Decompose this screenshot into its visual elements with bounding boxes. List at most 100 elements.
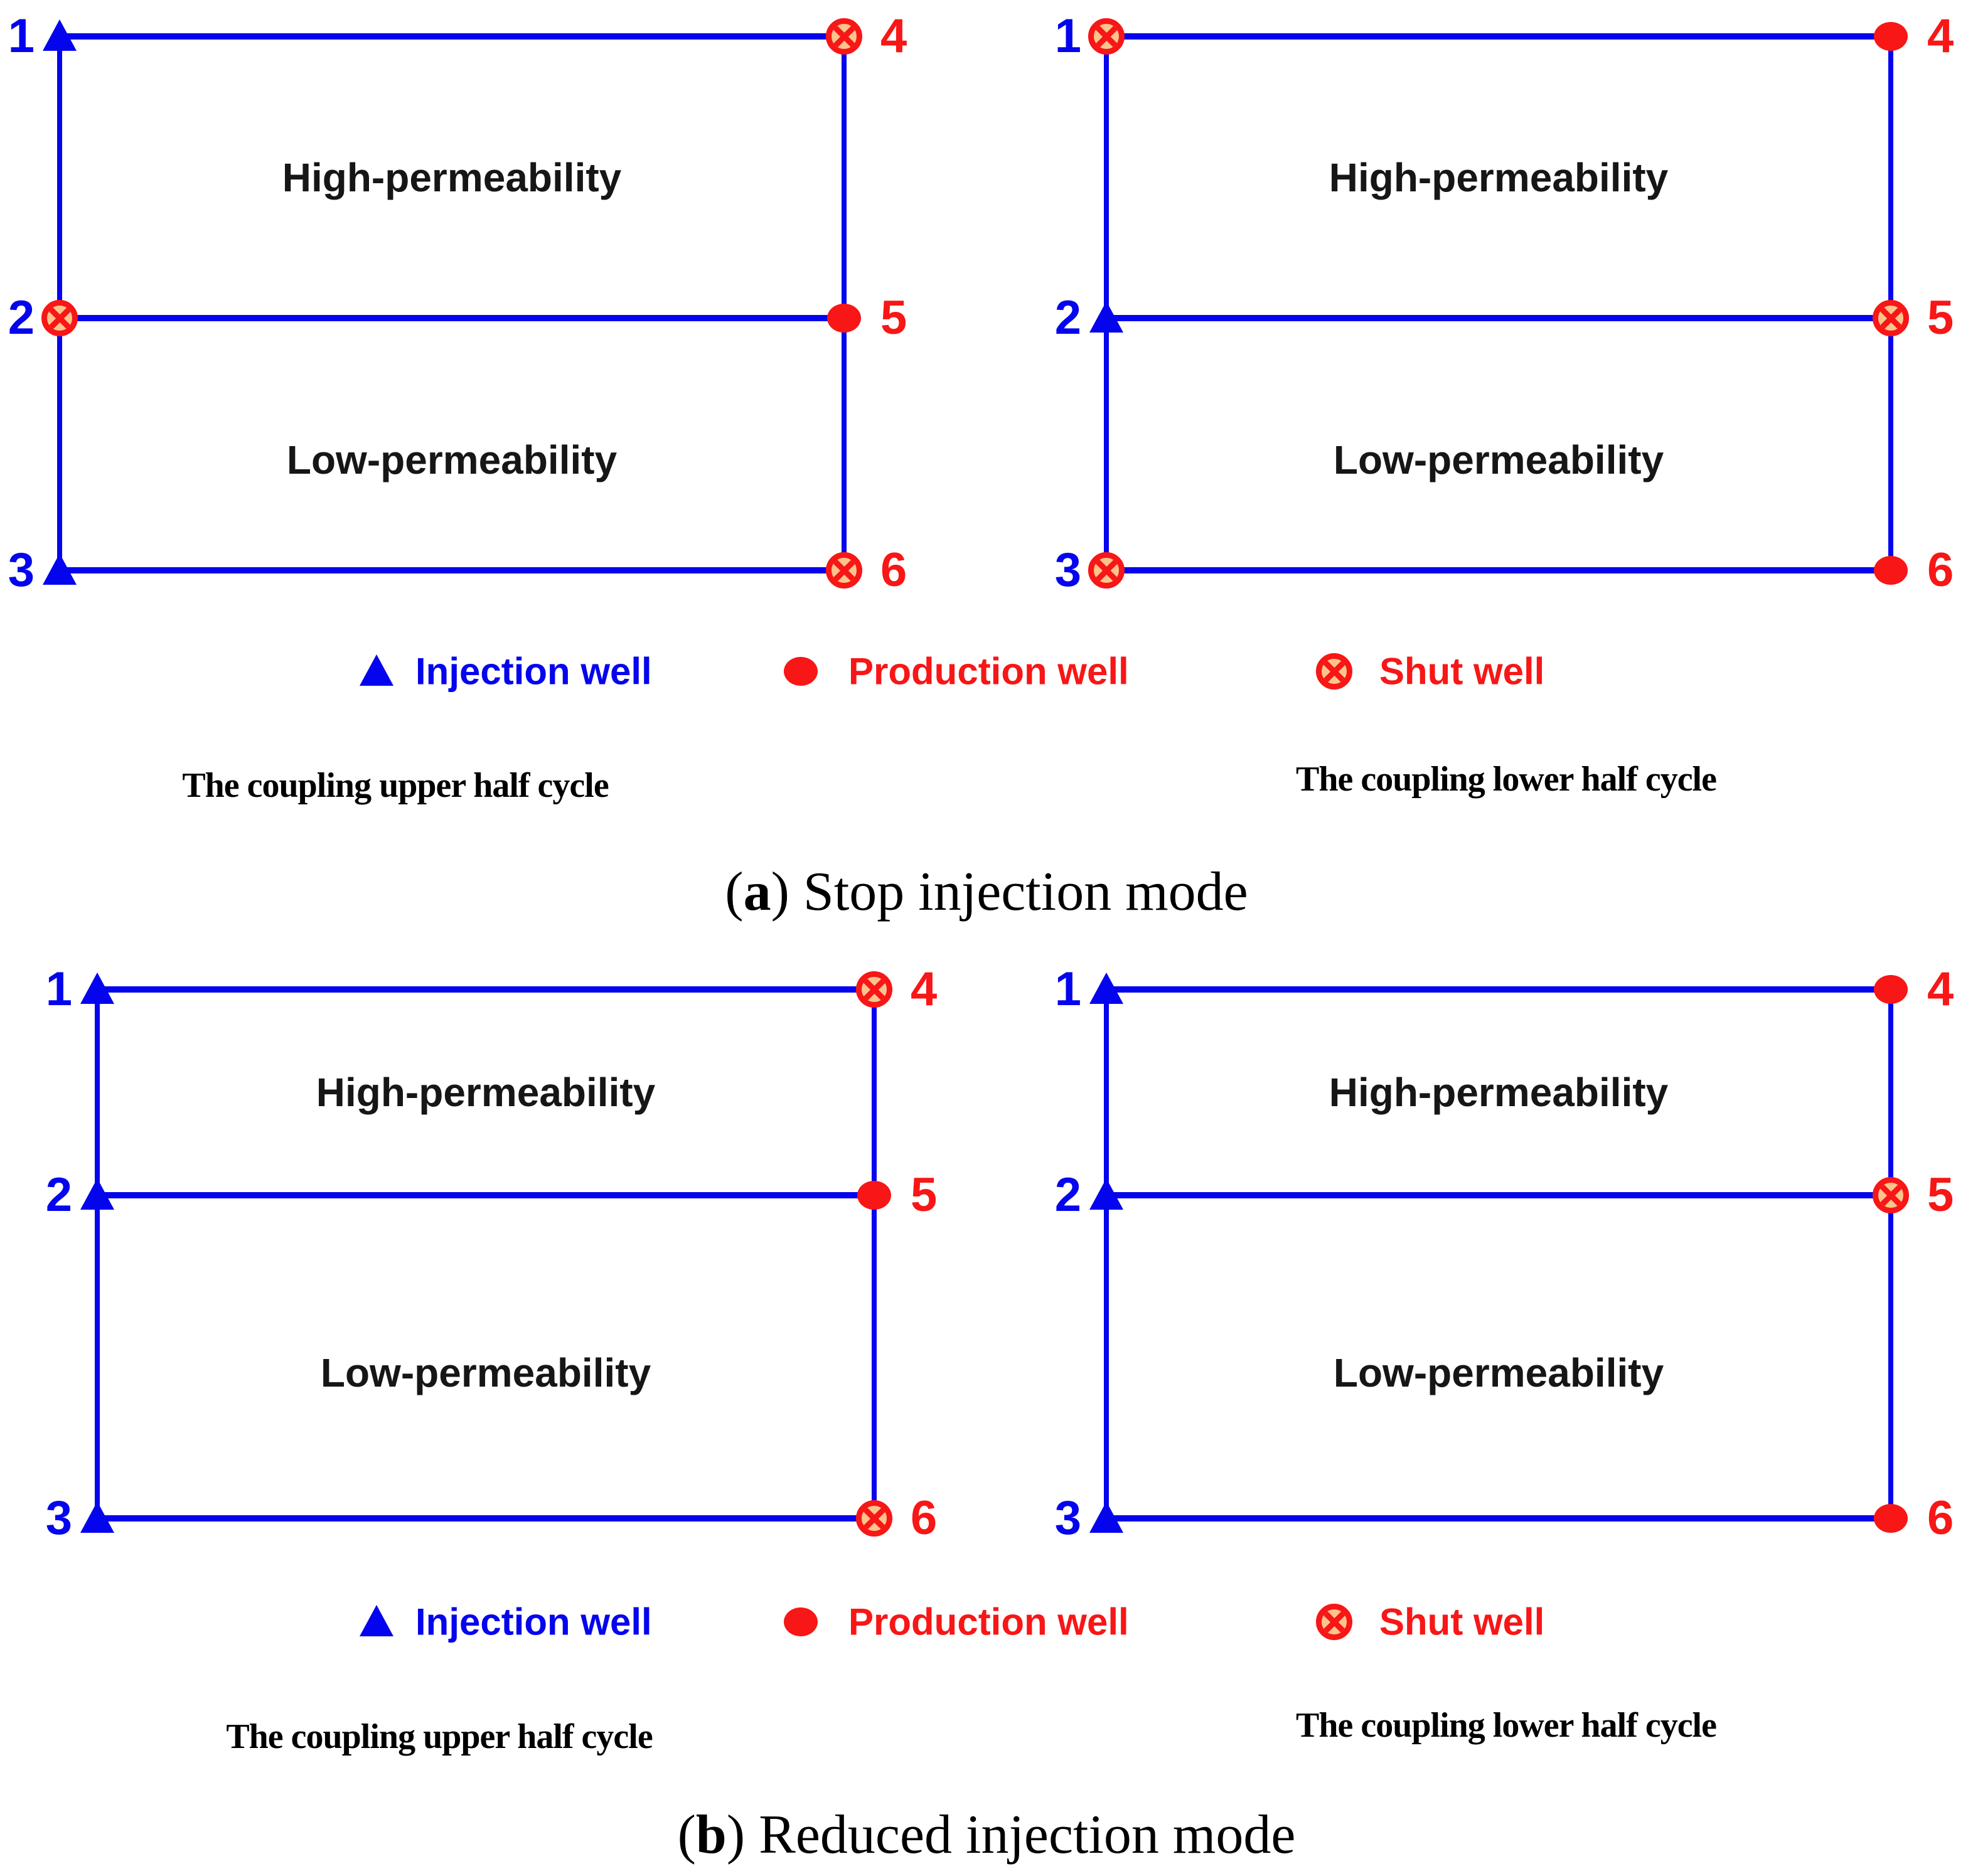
well-number: 6 <box>911 1491 938 1545</box>
panel-a-caption: (a) Stop injection mode <box>0 860 1973 925</box>
shut-well-icon <box>1316 653 1352 690</box>
well-number: 6 <box>1927 543 1954 597</box>
well-marker-icon <box>826 18 862 55</box>
well-number: 5 <box>1927 291 1954 344</box>
caption-text: ) Stop injection mode <box>771 861 1248 922</box>
well-marker-icon <box>1873 300 1909 336</box>
diagram-a-upper-half-cycle: High-permeability Low-permeability 1 2 3… <box>8 13 907 594</box>
well-number: 2 <box>45 1168 72 1222</box>
left-wellbore-line <box>1104 989 1109 1518</box>
diagram-a-lower-half-cycle: High-permeability Low-permeability 1 2 3… <box>1055 13 1954 594</box>
bottom-boundary-line <box>94 1515 877 1522</box>
well-number: 3 <box>1054 543 1081 597</box>
well-number: 2 <box>1054 1168 1081 1222</box>
layer-interface-line <box>1103 315 1894 321</box>
panel-letter: a <box>743 861 771 922</box>
diagram-b-lower-half-cycle: High-permeability Low-permeability 1 2 3… <box>1055 966 1954 1542</box>
legend-label: Injection well <box>415 650 652 693</box>
well-number: 6 <box>880 543 907 597</box>
well-marker-icon <box>827 304 861 333</box>
layer-interface-line <box>94 1192 877 1198</box>
injection-well-icon <box>360 1605 393 1636</box>
well-marker-icon <box>1088 552 1125 589</box>
top-boundary-line <box>1103 33 1894 40</box>
high-permeability-label: High-permeability <box>316 1070 656 1115</box>
well-number: 5 <box>911 1168 938 1222</box>
well-number: 5 <box>880 291 907 344</box>
well-marker-icon <box>856 971 892 1008</box>
top-boundary-line <box>56 33 847 40</box>
well-marker-icon <box>1874 556 1908 585</box>
well-marker-icon <box>857 1181 891 1210</box>
well-marker-icon <box>41 300 78 336</box>
right-wellbore-line <box>1888 989 1893 1518</box>
production-well-icon <box>784 657 818 686</box>
low-permeability-label: Low-permeability <box>286 437 618 482</box>
legend-label: Injection well <box>415 1601 652 1643</box>
high-permeability-label: High-permeability <box>1329 1070 1669 1115</box>
well-marker-icon <box>1874 22 1908 51</box>
well-number: 4 <box>1927 9 1954 63</box>
well-marker-icon <box>856 1500 892 1537</box>
right-wellbore-line <box>842 36 847 570</box>
paren-open: ( <box>725 861 744 922</box>
caption-text: ) Reduced injection mode <box>726 1804 1296 1865</box>
well-marker-icon <box>1874 1504 1908 1533</box>
well-number: 3 <box>8 543 35 597</box>
legend-label: Production well <box>848 650 1129 693</box>
well-marker-icon <box>1089 1178 1123 1210</box>
well-marker-icon <box>1089 1501 1123 1533</box>
well-number: 4 <box>911 962 938 1016</box>
well-number: 1 <box>45 962 72 1016</box>
well-marker-icon <box>80 973 114 1004</box>
bottom-boundary-line <box>1103 567 1894 573</box>
top-boundary-line <box>1103 986 1894 993</box>
subcaption-upper-half-cycle: The coupling upper half cycle <box>226 1717 653 1756</box>
panel-letter: b <box>695 1804 727 1865</box>
diagram-b-upper-half-cycle: High-permeability Low-permeability 1 2 3… <box>46 966 938 1542</box>
well-number: 3 <box>45 1491 72 1545</box>
well-marker-icon <box>1874 975 1908 1004</box>
shut-well-icon <box>1316 1604 1352 1640</box>
paren-open: ( <box>677 1804 696 1865</box>
layer-interface-line <box>56 315 847 321</box>
well-number: 3 <box>1054 1491 1081 1545</box>
injection-well-icon <box>360 654 393 686</box>
well-marker-icon <box>80 1501 114 1533</box>
legend: Injection well Production well Shut well <box>0 1584 1973 1660</box>
well-marker-icon <box>80 1178 114 1210</box>
well-marker-icon <box>1089 973 1123 1004</box>
low-permeability-label: Low-permeability <box>1333 1350 1664 1395</box>
well-marker-icon <box>1873 1177 1909 1213</box>
well-number: 6 <box>1927 1491 1954 1545</box>
well-marker-icon <box>826 552 862 589</box>
bottom-boundary-line <box>1103 1515 1894 1522</box>
well-number: 4 <box>880 9 907 63</box>
well-number: 4 <box>1927 962 1954 1016</box>
legend: Injection well Production well Shut well <box>0 634 1973 709</box>
well-marker-icon <box>43 19 77 51</box>
well-number: 1 <box>8 9 35 63</box>
low-permeability-label: Low-permeability <box>320 1350 651 1395</box>
well-number: 1 <box>1054 962 1081 1016</box>
layer-interface-line <box>1103 1192 1894 1198</box>
panel-b-caption: (b) Reduced injection mode <box>0 1803 1973 1868</box>
left-wellbore-line <box>95 989 100 1518</box>
well-marker-icon <box>1088 18 1125 55</box>
subcaption-lower-half-cycle: The coupling lower half cycle <box>1296 760 1717 799</box>
right-wellbore-line <box>872 989 877 1518</box>
high-permeability-label: High-permeability <box>1329 154 1669 200</box>
subcaption-upper-half-cycle: The coupling upper half cycle <box>182 766 609 805</box>
legend-label: Production well <box>848 1601 1129 1643</box>
well-number: 2 <box>8 291 35 344</box>
well-number: 5 <box>1927 1168 1954 1222</box>
top-boundary-line <box>94 986 877 993</box>
low-permeability-label: Low-permeability <box>1333 437 1664 482</box>
well-marker-icon <box>1089 301 1123 333</box>
well-marker-icon <box>43 553 77 585</box>
bottom-boundary-line <box>56 567 847 573</box>
well-number: 2 <box>1054 291 1081 344</box>
high-permeability-label: High-permeability <box>282 154 622 200</box>
legend-label: Shut well <box>1379 650 1545 693</box>
